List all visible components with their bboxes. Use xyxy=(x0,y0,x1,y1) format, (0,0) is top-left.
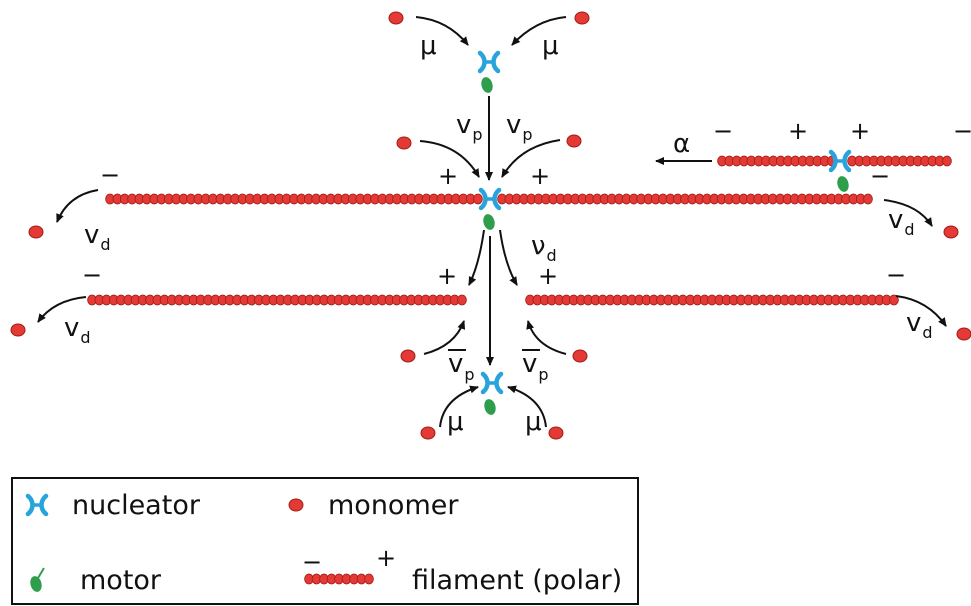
filament-bottom-left xyxy=(87,294,467,306)
arrow-monomer-to-right-branch xyxy=(526,320,567,355)
minus-sign: − xyxy=(870,162,890,190)
nucleator-icon xyxy=(480,53,498,71)
monomer xyxy=(420,426,436,440)
minus-sign: − xyxy=(100,161,120,189)
filament-icon-beads xyxy=(304,573,374,585)
free-monomers xyxy=(10,11,971,440)
arrow-decay-right-bottom xyxy=(895,295,947,327)
plus-sign: + xyxy=(850,117,870,145)
rate-nu-d: νd xyxy=(531,231,557,265)
filaments xyxy=(87,155,952,306)
monomer xyxy=(956,327,971,341)
filament-right-upper-left xyxy=(717,155,837,167)
rate-mu: μ xyxy=(420,31,437,61)
minus-sign: − xyxy=(713,117,733,145)
legend-monomer-label: monomer xyxy=(328,490,459,521)
filament-top-right xyxy=(497,193,873,205)
rate-v-d: vd xyxy=(84,220,111,254)
minus-sign: − xyxy=(886,261,906,289)
plus-sign: + xyxy=(530,162,550,190)
legend-motor-label: motor xyxy=(80,565,162,596)
nucleator-motor-bottom xyxy=(482,374,501,417)
polarity-signs: − + + − − + + − − + + − xyxy=(82,117,971,290)
motor-icon xyxy=(481,212,497,232)
svg-text:vp: vp xyxy=(522,349,549,384)
filament-right-upper-right xyxy=(847,155,952,167)
nucleator-motor-right xyxy=(831,152,851,194)
plus-sign: + xyxy=(788,117,808,145)
arrow-decay-right-top xyxy=(883,199,933,227)
arrow-monomer-to-bottom-left xyxy=(439,385,479,428)
rate-v-d: vd xyxy=(888,205,915,239)
monomer xyxy=(566,134,582,148)
rate-alpha: α xyxy=(673,129,690,159)
minus-sign: − xyxy=(82,261,102,289)
filament-bottom-right xyxy=(525,294,899,306)
arrow-monomer-to-left-branch xyxy=(423,320,466,355)
nucleator-motor-top xyxy=(479,53,498,95)
nucleator-icon xyxy=(483,374,501,392)
rate-mu: μ xyxy=(542,31,559,61)
motor-icon xyxy=(479,75,495,95)
legend-filament-minus: − xyxy=(302,548,322,576)
rate-v-d: vd xyxy=(906,308,933,342)
rate-labels: μ μ vp vp α vd vd νd vd vd vp vp μ μ xyxy=(64,31,933,437)
filament-icon xyxy=(304,573,374,585)
rate-v-d: vd xyxy=(64,313,91,347)
monomer xyxy=(10,323,26,337)
monomer xyxy=(400,349,416,363)
arrow-monomer-to-center-right xyxy=(501,139,561,178)
rate-v-p: vp xyxy=(506,110,533,144)
svg-text:vp: vp xyxy=(448,349,475,384)
arrow-monomer-to-center-left xyxy=(419,140,480,178)
arrow-decay-left-top xyxy=(56,189,99,223)
motor-icon xyxy=(482,397,498,417)
filament-top-left xyxy=(105,193,483,205)
motor-icon xyxy=(835,174,851,194)
legend-filament-label: filament (polar) xyxy=(412,565,622,596)
rate-mu: μ xyxy=(447,407,464,437)
monomer xyxy=(548,426,564,440)
monomer xyxy=(572,349,588,363)
plus-sign: + xyxy=(438,162,458,190)
plus-sign: + xyxy=(437,262,457,290)
legend: nucleator monomer motor − + filament (po… xyxy=(11,477,639,605)
monomer xyxy=(574,11,590,25)
arrow-center-to-right-branch xyxy=(499,229,518,286)
minus-sign: − xyxy=(953,117,971,145)
rate-v-bar-p: vp xyxy=(448,349,475,384)
arrow-monomer-to-top-right xyxy=(511,16,567,46)
rate-v-p: vp xyxy=(456,110,483,144)
arrow-monomer-to-top-left xyxy=(415,16,469,46)
legend-filament-plus: + xyxy=(376,544,396,572)
monomer xyxy=(396,136,412,150)
monomer-icon xyxy=(288,498,304,512)
nucleator-icon xyxy=(481,190,499,208)
monomer xyxy=(28,225,44,239)
arrows xyxy=(37,16,947,428)
plus-sign: + xyxy=(538,262,558,290)
arrow-center-to-left-branch xyxy=(468,229,485,286)
rate-mu: μ xyxy=(525,407,542,437)
monomer xyxy=(388,11,404,25)
rate-v-bar-p: vp xyxy=(522,349,549,384)
nucleator-icon xyxy=(831,152,849,170)
arrow-decay-left-bottom xyxy=(37,296,87,323)
motor-icon xyxy=(30,567,45,592)
arrow-monomer-to-bottom-right xyxy=(507,385,547,428)
monomer xyxy=(943,225,959,239)
nucleator-motor-center xyxy=(481,190,499,232)
legend-nucleator-label: nucleator xyxy=(72,490,201,521)
